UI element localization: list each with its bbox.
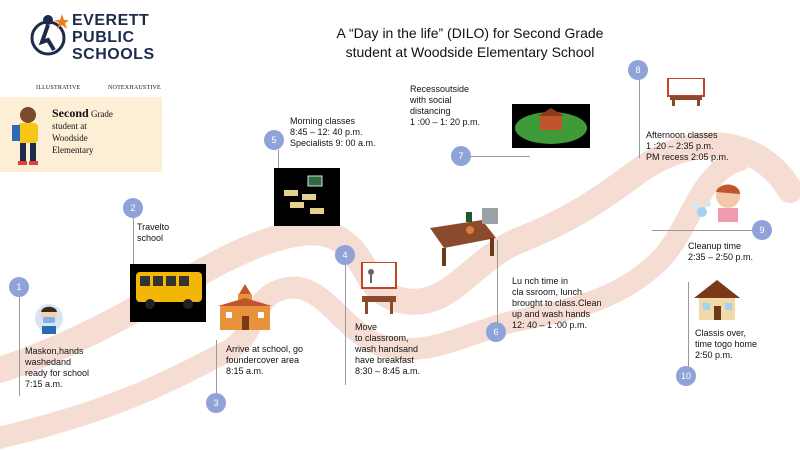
masked-child-icon [35, 304, 63, 334]
step-caption-1: Maskon,hands washedand ready for school … [25, 346, 105, 390]
logo-emblem-icon [30, 14, 68, 56]
connector-line-4 [345, 265, 346, 385]
step-caption-5: Morning classes 8:45 – 12: 40 p.m. Speci… [290, 116, 400, 149]
caption-line: Move [355, 322, 378, 332]
caption-line: 2:35 – 2:50 p.m. [688, 252, 754, 262]
caption-line: PM recess 2:05 p.m. [646, 152, 729, 162]
caption-line: ready for school [25, 368, 90, 378]
caption-line: have breakfast [355, 355, 415, 365]
caption-line: 1 :20 – 2:35 p.m. [646, 141, 714, 151]
caption-line: 8:15 a.m. [226, 366, 264, 376]
caption-line: 2:50 p.m. [695, 350, 733, 360]
step-marker-3: 3 [206, 393, 226, 413]
caption-line: Arrive at school, go [226, 344, 304, 354]
school-building-icon [218, 284, 272, 330]
caption-line: 8:30 – 8:45 a.m. [355, 366, 421, 376]
caption-line: up and wash hands [512, 309, 591, 319]
connector-line-3 [216, 340, 217, 395]
caption-line: brought to class.Clean [512, 298, 602, 308]
step-caption-8: Afternoon classes 1 :20 – 2:35 p.m. PM r… [646, 130, 766, 163]
caption-line: Maskon,hands [25, 346, 84, 356]
step-caption-3: Arrive at school, go foundercover area 8… [226, 344, 331, 377]
connector-line-8 [639, 78, 640, 158]
page-title: A “Day in the life” (DILO) for Second Gr… [290, 24, 650, 62]
caption-line: time togo home [695, 339, 758, 349]
caption-line: to classroom, [355, 333, 409, 343]
connector-line-7 [470, 156, 530, 157]
step-marker-5: 5 [264, 130, 284, 150]
caption-line: cla ssroom, lunch [512, 287, 583, 297]
home-house-icon [694, 280, 740, 320]
caption-line: Afternoon classes [646, 130, 718, 140]
connector-line-2 [133, 218, 134, 278]
student-illustration-icon [12, 107, 38, 165]
caption-line: Lu nch time in [512, 276, 569, 286]
caption-line: Travelto [137, 222, 170, 232]
connector-line-6 [497, 240, 498, 325]
caption-line: distancing [410, 106, 451, 116]
connector-line-9 [652, 230, 752, 231]
school-bus-icon [130, 264, 206, 322]
step-marker-7: 7 [451, 146, 471, 166]
student-line-4: Elementary [52, 145, 94, 155]
step-caption-6: Lu nch time in cla ssroom, lunch brought… [512, 276, 622, 331]
handwashing-child-icon [693, 184, 740, 222]
logo-line-2: PUBLIC [72, 29, 135, 46]
district-logo: EVERETT PUBLIC SCHOOLS [28, 12, 158, 72]
step-marker-6: 6 [486, 322, 506, 342]
student-card: Second Grade student at Woodside Element… [0, 97, 162, 172]
caption-line: school [137, 233, 164, 243]
caption-line: with social [410, 95, 452, 105]
step-caption-7: Recessoutside with social distancing 1 :… [410, 84, 500, 128]
caption-line: Classis over, [695, 328, 747, 338]
caption-line: 12: 40 – 1 :00 p.m. [512, 320, 588, 330]
step-marker-8: 8 [628, 60, 648, 80]
student-grade-big: Second [52, 106, 89, 120]
student-line-3: Woodside [52, 133, 88, 143]
step-caption-9: Cleanup time 2:35 – 2:50 p.m. [688, 241, 788, 263]
step-marker-9: 9 [752, 220, 772, 240]
step-marker-4: 4 [335, 245, 355, 265]
caption-line: Specialists 9: 00 a.m. [290, 138, 376, 148]
student-line-2: student at [52, 121, 87, 131]
caption-line: 7:15 a.m. [25, 379, 63, 389]
step-marker-10: 10 [676, 366, 696, 386]
caption-line: Morning classes [290, 116, 356, 126]
afternoon-classroom-icon [667, 78, 705, 106]
caption-line: foundercover area [226, 355, 300, 365]
caption-line: wash handsand [355, 344, 419, 354]
student-grade-rest: Grade [90, 109, 113, 119]
caption-line: Recessoutside [410, 84, 470, 94]
desk-whiteboard-icon [361, 262, 397, 314]
connector-line-10 [688, 282, 689, 372]
not-exhaustive-label: NOTEXHAUSTIVE [108, 85, 161, 91]
caption-line: 1 :00 – 1: 20 p.m. [410, 117, 481, 127]
logo-line-3: SCHOOLS [72, 46, 155, 63]
caption-line: Cleanup time [688, 241, 742, 251]
title-line-2: student at Woodside Elementary School [345, 44, 595, 60]
caption-line: washedand [25, 357, 72, 367]
title-line-1: A “Day in the life” (DILO) for Second Gr… [336, 25, 604, 41]
step-caption-10: Classis over, time togo home 2:50 p.m. [695, 328, 785, 361]
lunch-desk-icon [430, 208, 498, 266]
step-caption-2: Travelto school [137, 222, 217, 244]
logo-line-1: EVERETT [72, 12, 150, 29]
caption-line: 8:45 – 12: 40 p.m. [290, 127, 363, 137]
recess-field-icon [512, 104, 590, 148]
connector-line-1 [19, 296, 20, 396]
illustrative-label: ILLUSTRATIVE [36, 85, 81, 91]
classroom-desks-icon [274, 168, 340, 226]
step-marker-1: 1 [9, 277, 29, 297]
step-marker-2: 2 [123, 198, 143, 218]
step-caption-4: Move to classroom, wash handsand have br… [355, 322, 445, 377]
